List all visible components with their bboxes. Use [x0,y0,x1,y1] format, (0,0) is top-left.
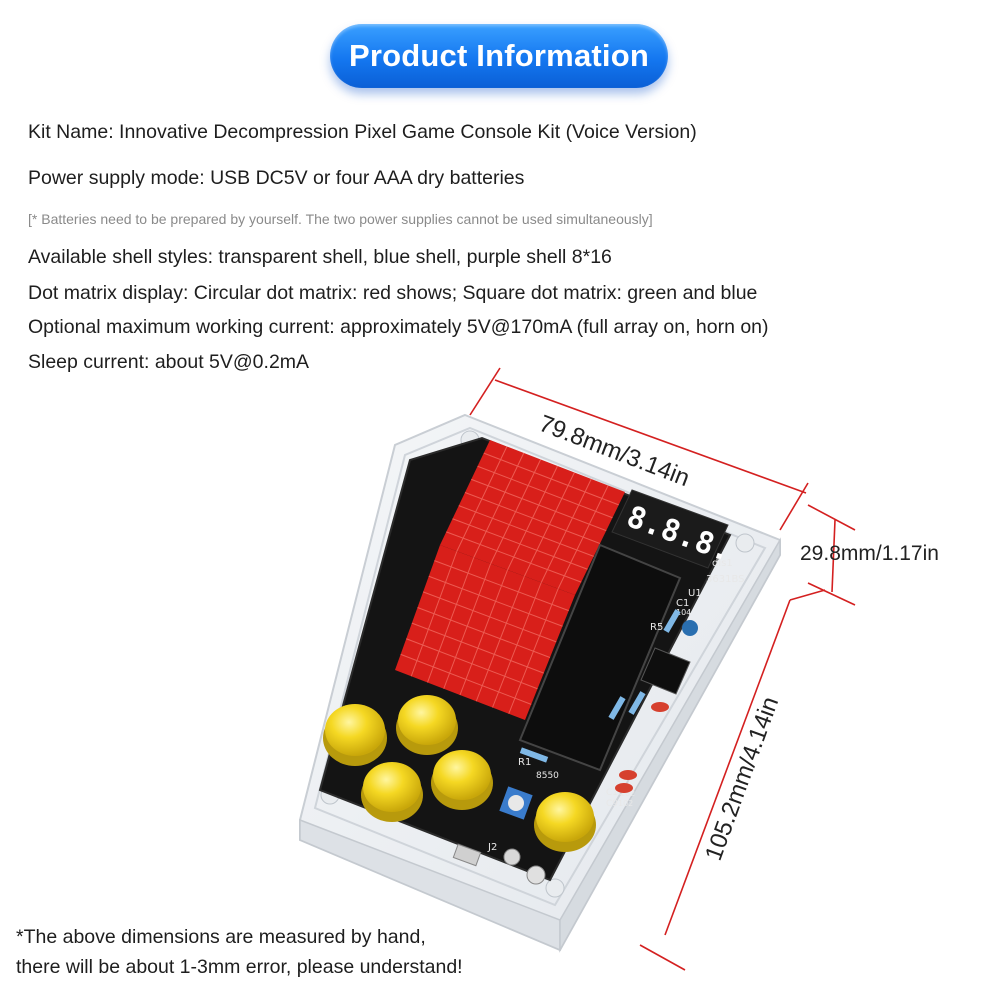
button-action [534,792,596,852]
silk-j2: J2 [487,842,497,853]
silk-r5: R5 [650,622,663,633]
potentiometer [499,786,533,820]
amplifier-chip [640,647,691,695]
capacitors [503,620,698,885]
silk-104: 104 [676,608,691,617]
button-down-left [361,762,423,822]
spec-dot-matrix: Dot matrix display: Circular dot matrix:… [28,282,758,304]
silk-r1: R1 [518,757,531,768]
dimension-height-label: 29.8mm/1.17in [800,542,939,565]
spec-max-current: Optional maximum working current: approx… [28,316,769,338]
button-down-right [431,750,493,810]
microcontroller-chip [518,543,682,772]
spec-kit-name: Kit Name: Innovative Decompression Pixel… [28,121,697,143]
page-title: Product Information [348,38,649,73]
silk-c10: C10 [606,788,624,798]
silk-u1: U1 [688,588,702,599]
header-banner: Product Information [330,24,668,88]
footnote-line-1: *The above dimensions are measured by ha… [16,926,426,948]
usb-port [452,843,482,867]
silk-c9-val: 102 [618,799,633,808]
silk-8550: 8550 [536,771,559,781]
spec-power-supply: Power supply mode: USB DC5V or four AAA … [28,167,525,189]
button-up-right [396,695,458,755]
silk-dis1: dis1 [712,558,733,569]
led-grid-lines [400,446,619,714]
spec-sleep-current: Sleep current: about 5V@0.2mA [28,351,310,373]
footnote-line-2: there will be about 1-3mm error, please … [16,956,463,978]
silk-c10-val: 102 [620,789,635,798]
silk-3631bs: 3631BS [706,574,744,585]
spec-shell-styles: Available shell styles: transparent shel… [28,246,612,268]
silk-c1: C1 [676,598,689,609]
silk-c9: C9 [606,799,618,809]
spec-battery-note: [* Batteries need to be prepared by your… [28,211,653,227]
dimension-lines [469,367,856,971]
resistors [519,609,681,763]
button-up-left [323,704,387,766]
